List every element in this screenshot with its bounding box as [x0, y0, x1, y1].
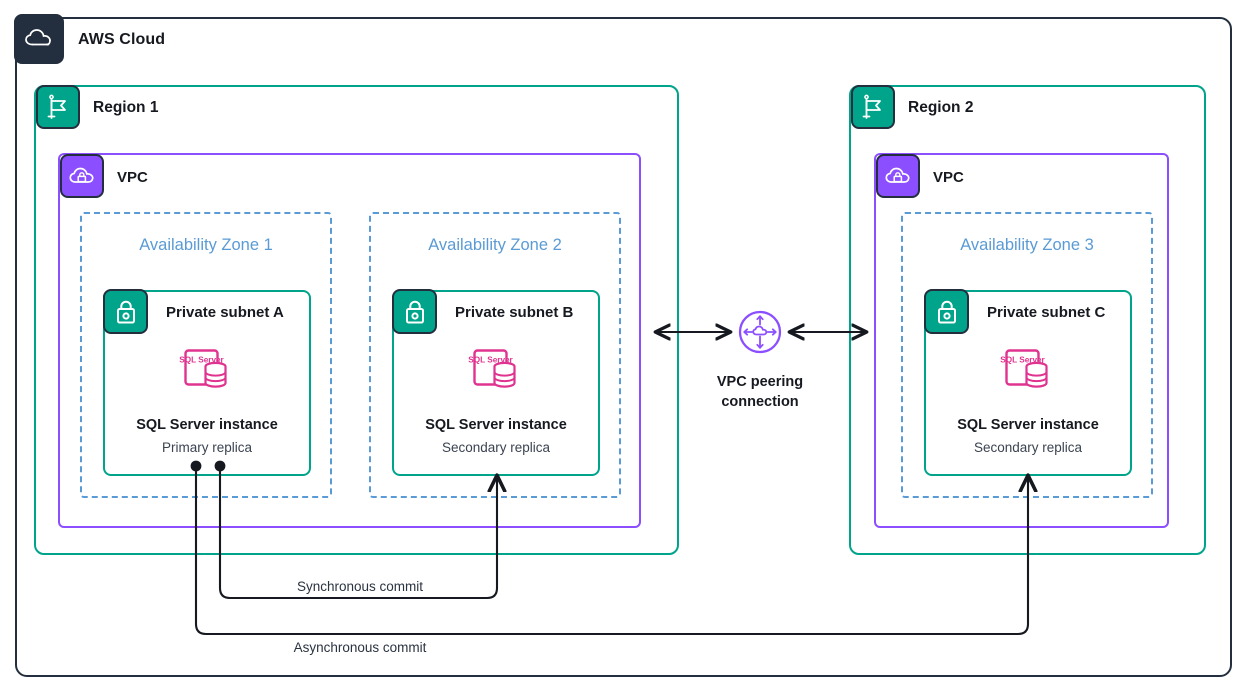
svg-text:SQL Server: SQL Server	[179, 356, 224, 365]
private-subnet-b-label: Private subnet B	[455, 304, 574, 321]
region-1-label: Region 1	[93, 99, 159, 116]
sql-server-replica-role-a: Primary replica	[161, 440, 253, 455]
sql-server-instance-title-b: SQL Server instance	[425, 417, 567, 433]
sql-server-instance-title-c: SQL Server instance	[957, 417, 1099, 433]
sql-server-instance-title-a: SQL Server instance	[136, 417, 278, 433]
vpc-peering-label-line2: connection	[721, 394, 799, 410]
sql-server-icon: SQL Server	[1000, 348, 1054, 396]
region-1-vpc-label: VPC	[117, 169, 148, 186]
svg-text:SQL Server: SQL Server	[1000, 356, 1045, 365]
region-2-vpc-label: VPC	[933, 169, 964, 186]
vpc-peering-icon	[738, 310, 782, 354]
svg-text:SQL Server: SQL Server	[468, 356, 513, 365]
region-flag-icon	[36, 85, 80, 129]
region-2-label: Region 2	[908, 99, 974, 116]
aws-cloud-container	[15, 17, 1232, 677]
vpc-peering-label-line1: VPC peering	[716, 374, 804, 390]
private-subnet-lock-icon	[103, 289, 148, 334]
private-subnet-lock-icon	[924, 289, 969, 334]
private-subnet-lock-icon	[392, 289, 437, 334]
vpc-cloud-lock-icon	[876, 154, 920, 198]
vpc-cloud-lock-icon	[60, 154, 104, 198]
synchronous-commit-label: Synchronous commit	[296, 579, 424, 594]
availability-zone-2-label: Availability Zone 2	[428, 236, 562, 254]
aws-cloud-icon	[14, 14, 64, 64]
private-subnet-a-label: Private subnet A	[166, 304, 284, 321]
sql-server-icon: SQL Server	[179, 348, 233, 396]
private-subnet-c-label: Private subnet C	[987, 304, 1106, 321]
region-flag-icon	[851, 85, 895, 129]
sql-server-replica-role-b: Secondary replica	[441, 440, 551, 455]
asynchronous-commit-label: Asynchronous commit	[293, 640, 427, 655]
availability-zone-1-label: Availability Zone 1	[139, 236, 273, 254]
sql-server-replica-role-c: Secondary replica	[973, 440, 1083, 455]
aws-cloud-label: AWS Cloud	[78, 31, 166, 48]
sql-server-icon: SQL Server	[468, 348, 522, 396]
availability-zone-3-label: Availability Zone 3	[960, 236, 1094, 254]
